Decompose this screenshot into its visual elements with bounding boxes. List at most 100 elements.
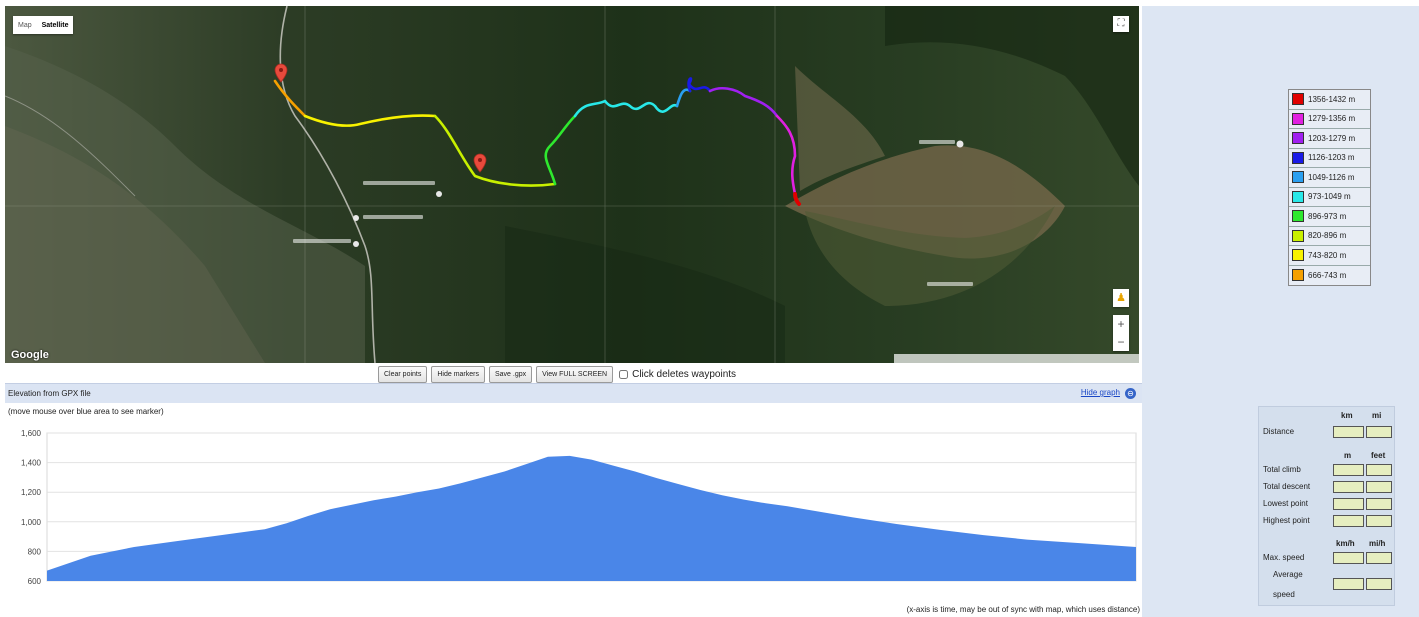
legend-row: 973-1049 m <box>1289 188 1370 207</box>
legend-range-label: 820-896 m <box>1308 231 1347 241</box>
satellite-terrain <box>5 6 1139 363</box>
distance-mi-value <box>1366 426 1392 438</box>
map-type-map-button[interactable]: Map <box>18 21 32 29</box>
elevation-legend: 1356-1432 m 1279-1356 m 1203-1279 m 1126-12… <box>1288 89 1371 286</box>
legend-row: 1356-1432 m <box>1289 90 1370 110</box>
legend-swatch <box>1292 229 1304 242</box>
peak-pin-icon <box>956 140 964 148</box>
distance-km-value <box>1333 426 1364 438</box>
total-descent-m-value <box>1333 481 1364 493</box>
legend-range-label: 1126-1203 m <box>1308 153 1355 163</box>
y-tick-label: 600 <box>28 577 42 586</box>
y-tick-label: 1,200 <box>21 488 42 497</box>
max-speed-kmh-value <box>1333 552 1364 564</box>
y-tick-label: 1,000 <box>21 518 42 527</box>
highest-point-m-value <box>1333 515 1364 527</box>
place-pin-icon <box>436 191 442 197</box>
legend-row: 666-743 m <box>1289 266 1370 286</box>
save-gpx-button[interactable]: Save .gpx <box>488 365 533 383</box>
kmh-header: km/h <box>1336 539 1355 548</box>
zoom-control: + − <box>1113 315 1129 351</box>
legend-swatch <box>1292 132 1304 145</box>
highest-point-label: Highest point <box>1263 516 1310 525</box>
legend-range-label: 1356-1432 m <box>1308 94 1356 104</box>
average-speed-mih-value <box>1366 578 1392 590</box>
map-toolbar: Clear points Hide markers Save .gpx View… <box>378 365 736 383</box>
waypoint-marker[interactable] <box>274 63 487 173</box>
place-label <box>363 181 435 185</box>
km-header: km <box>1341 411 1353 420</box>
legend-swatch <box>1292 249 1304 262</box>
zoom-out-button[interactable]: − <box>1117 335 1125 349</box>
place-pin-icon <box>353 241 359 247</box>
legend-row: 1126-1203 m <box>1289 149 1370 168</box>
lowest-point-feet-value <box>1366 498 1392 510</box>
legend-swatch <box>1292 190 1304 203</box>
y-tick-label: 1,400 <box>21 459 42 468</box>
legend-row: 1049-1126 m <box>1289 168 1370 188</box>
clear-points-button[interactable]: Clear points <box>378 365 428 383</box>
legend-row: 1279-1356 m <box>1289 110 1370 129</box>
legend-range-label: 1049-1126 m <box>1308 172 1355 182</box>
highest-point-feet-value <box>1366 515 1392 527</box>
legend-range-label: 743-820 m <box>1308 250 1347 260</box>
map-attribution[interactable] <box>894 354 1139 363</box>
legend-swatch <box>1292 151 1304 164</box>
place-label <box>363 215 423 219</box>
elevation-panel: Elevation from GPX file Hide graph ⊖ (mo… <box>5 383 1142 617</box>
click-deletes-checkbox[interactable] <box>619 369 629 379</box>
elevation-area[interactable] <box>47 455 1136 581</box>
legend-range-label: 1203-1279 m <box>1308 133 1356 143</box>
full-screen-button[interactable]: View FULL SCREEN <box>536 365 614 383</box>
legend-range-label: 973-1049 m <box>1308 192 1351 202</box>
speed-label: speed <box>1273 590 1295 599</box>
place-label <box>919 140 955 144</box>
m-header: m <box>1344 451 1352 460</box>
legend-swatch <box>1292 93 1304 106</box>
legend-swatch <box>1292 112 1304 125</box>
average-speed-kmh-value <box>1333 578 1364 590</box>
google-logo: Google <box>11 349 49 361</box>
end-marker-icon[interactable] <box>473 153 487 173</box>
place-pin-icon <box>353 215 359 221</box>
info-sidebar: 1356-1432 m 1279-1356 m 1203-1279 m 1126-12… <box>1142 6 1419 617</box>
click-deletes-label: Click deletes waypoints <box>632 368 737 380</box>
legend-range-label: 666-743 m <box>1308 270 1347 280</box>
y-tick-label: 800 <box>28 547 42 556</box>
max-speed-label: Max. speed <box>1263 553 1305 562</box>
total-descent-feet-value <box>1366 481 1392 493</box>
hide-graph-link[interactable]: Hide graph <box>1080 388 1120 397</box>
hide-markers-button[interactable]: Hide markers <box>431 365 485 383</box>
lowest-point-m-value <box>1333 498 1364 510</box>
feet-header: feet <box>1371 451 1386 460</box>
fullscreen-icon[interactable]: ⛶ <box>1113 16 1129 32</box>
place-label <box>293 239 351 243</box>
legend-range-label: 896-973 m <box>1308 211 1347 221</box>
hide-graph-icon[interactable]: ⊖ <box>1125 388 1136 399</box>
total-climb-label: Total climb <box>1263 465 1301 474</box>
map-type-control: Map Satellite <box>13 16 74 34</box>
total-climb-feet-value <box>1366 464 1392 476</box>
zoom-in-button[interactable]: + <box>1117 317 1125 331</box>
average-label: Average <box>1273 570 1303 579</box>
map-type-satellite-button[interactable]: Satellite <box>41 21 69 29</box>
legend-swatch <box>1292 210 1304 223</box>
start-marker-icon[interactable] <box>274 63 288 83</box>
pegman-icon[interactable]: ♟ <box>1113 289 1129 307</box>
legend-swatch <box>1292 171 1304 184</box>
elevation-header: Elevation from GPX file Hide graph ⊖ <box>5 383 1142 403</box>
place-label <box>927 282 973 286</box>
legend-row: 1203-1279 m <box>1289 129 1370 149</box>
click-deletes-option[interactable]: Click deletes waypoints <box>619 369 736 380</box>
elevation-title: Elevation from GPX file <box>8 389 91 398</box>
legend-row: 743-820 m <box>1289 246 1370 266</box>
track-stats-table: km mi Distance m feet Total climb Total … <box>1258 406 1395 606</box>
total-descent-label: Total descent <box>1263 482 1311 491</box>
legend-swatch <box>1292 269 1304 282</box>
lowest-point-label: Lowest point <box>1263 499 1308 508</box>
elevation-hint: (move mouse over blue area to see marker… <box>8 407 164 416</box>
satellite-map[interactable]: Map Satellite ⛶ ♟ + − Google <box>5 6 1139 363</box>
max-speed-mih-value <box>1366 552 1392 564</box>
